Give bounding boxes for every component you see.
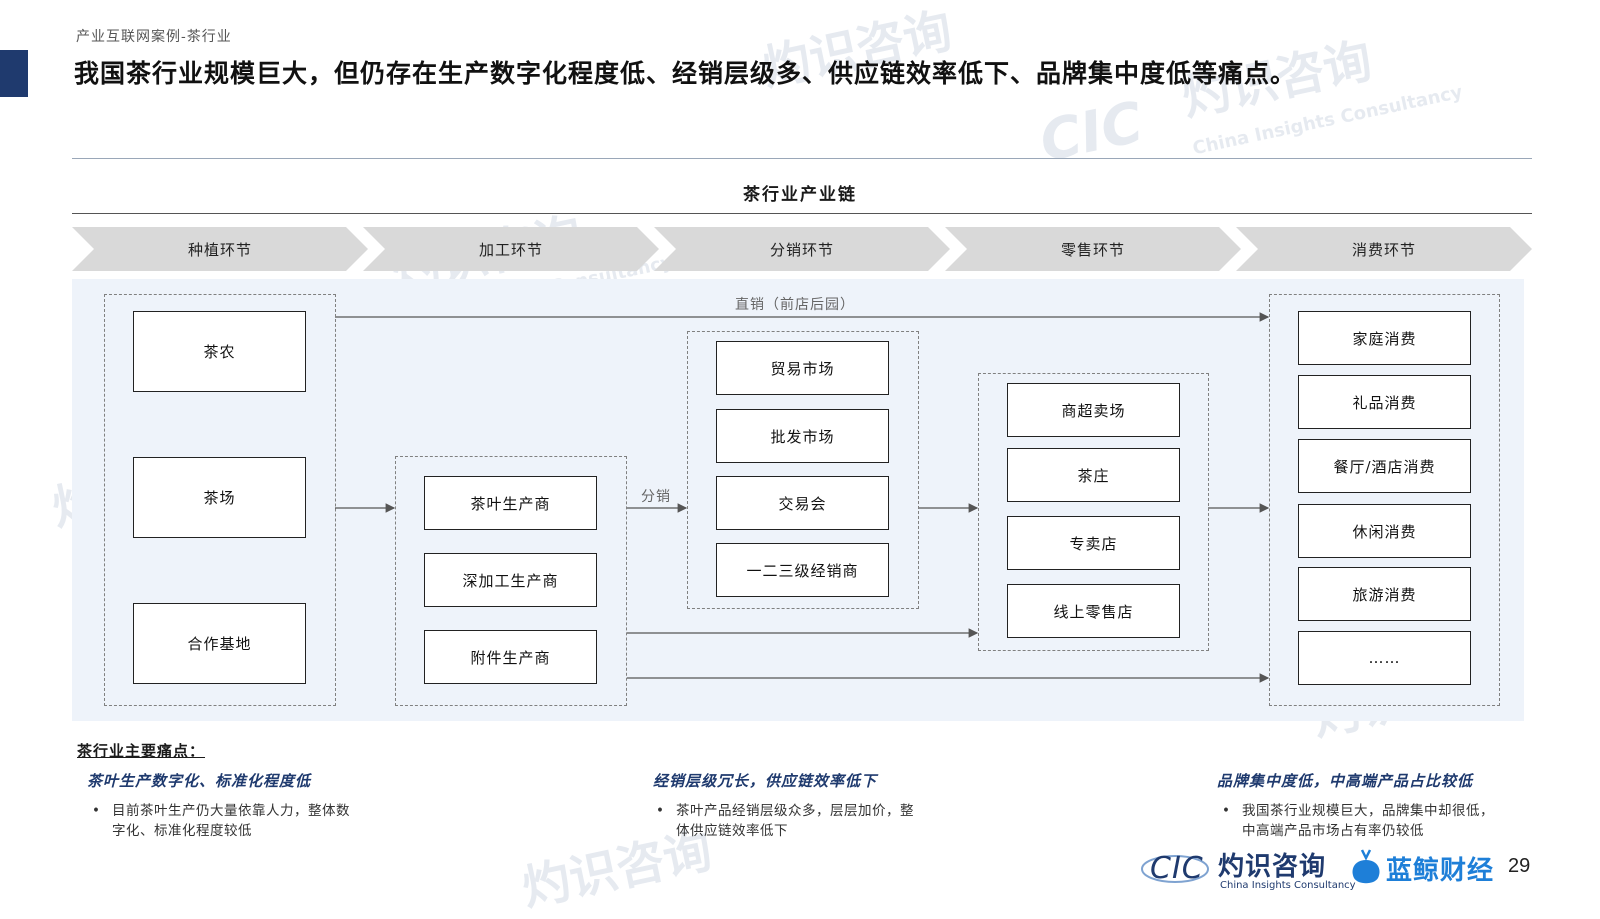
node-cooperative-base: 合作基地 xyxy=(133,603,306,684)
node-tea-plantation: 茶场 xyxy=(133,457,306,538)
diagram-title-divider xyxy=(72,213,1532,214)
processing-group xyxy=(395,456,627,706)
node-trade-fair: 交易会 xyxy=(716,476,889,530)
stage-consumption: 消费环节 xyxy=(1236,227,1532,271)
stage-retail: 零售环节 xyxy=(945,227,1241,271)
consumption-group xyxy=(1269,294,1500,706)
pain-point-heading: 茶叶生产数字化、标准化程度低 xyxy=(87,772,312,790)
accent-bar xyxy=(0,50,28,97)
cic-logo: CIC xyxy=(1150,851,1204,886)
node-supermarket: 商超卖场 xyxy=(1007,383,1180,437)
page-number: 29 xyxy=(1508,855,1531,877)
retail-group xyxy=(978,373,1209,651)
node-leisure-consumption: 休闲消费 xyxy=(1298,504,1471,558)
bullet-icon: • xyxy=(92,803,101,819)
pain-point-line: 茶叶产品经销层级众多，层层加价，整 xyxy=(676,803,914,819)
pain-point-line: 目前茶叶生产仍大量依靠人力，整体数 xyxy=(112,803,350,819)
pain-point-line: 字化、标准化程度较低 xyxy=(112,823,252,839)
stage-distribution: 分销环节 xyxy=(654,227,950,271)
blue-whale-logo-icon xyxy=(1352,849,1380,884)
stage-processing: 加工环节 xyxy=(363,227,659,271)
pain-point-line: 中高端产品市场占有率仍较低 xyxy=(1242,823,1424,839)
pain-point-body: • 我国茶行业规模巨大，品牌集中却很低， 中高端产品市场占有率仍较低 xyxy=(1222,801,1494,841)
breadcrumb: 产业互联网案例-茶行业 xyxy=(76,29,232,45)
pain-point-heading: 品牌集中度低，中高端产品占比较低 xyxy=(1217,772,1474,790)
flow-arrows xyxy=(335,312,1270,683)
page-title: 我国茶行业规模巨大，但仍存在生产数字化程度低、经销层级多、供应链效率低下、品牌集… xyxy=(74,59,1297,88)
node-tea-house: 茶庄 xyxy=(1007,448,1180,502)
node-specialty-store: 专卖店 xyxy=(1007,516,1180,570)
direct-sales-label: 直销（前店后园） xyxy=(735,297,855,313)
node-more-consumption: …… xyxy=(1298,631,1471,685)
node-accessory-producer: 附件生产商 xyxy=(424,630,597,684)
pain-point-line: 我国茶行业规模巨大，品牌集中却很低， xyxy=(1242,803,1494,819)
node-deep-processor: 深加工生产商 xyxy=(424,553,597,607)
cic-logo-en: China Insights Consultancy xyxy=(1220,880,1356,891)
cic-logo-cn: 灼识咨询 xyxy=(1218,852,1327,882)
node-online-store: 线上零售店 xyxy=(1007,584,1180,638)
pain-point-line: 体供应链效率低下 xyxy=(676,823,788,839)
node-tea-farmer: 茶农 xyxy=(133,311,306,392)
node-travel-consumption: 旅游消费 xyxy=(1298,567,1471,621)
pain-point-body: • 目前茶叶生产仍大量依靠人力，整体数 字化、标准化程度较低 xyxy=(92,801,350,841)
distribute-label: 分销 xyxy=(641,489,671,505)
cic-logo-swoosh-icon xyxy=(1141,855,1209,883)
stage-planting: 种植环节 xyxy=(72,227,368,271)
node-wholesale-market: 批发市场 xyxy=(716,409,889,463)
header-divider xyxy=(72,158,1532,159)
node-gift-consumption: 礼品消费 xyxy=(1298,375,1471,429)
node-distributors: 一二三级经销商 xyxy=(716,543,889,597)
distribution-group xyxy=(687,331,919,609)
diagram-title: 茶行业产业链 xyxy=(743,185,857,205)
pain-point-heading: 经销层级冗长，供应链效率低下 xyxy=(653,772,878,790)
node-tea-producer: 茶叶生产商 xyxy=(424,476,597,530)
pain-points-title: 茶行业主要痛点： xyxy=(77,742,206,760)
bullet-icon: • xyxy=(1222,803,1231,819)
pain-point-body: • 茶叶产品经销层级众多，层层加价，整 体供应链效率低下 xyxy=(656,801,914,841)
blue-whale-logo-text: 蓝鲸财经 xyxy=(1386,856,1495,886)
bullet-icon: • xyxy=(656,803,665,819)
planting-group xyxy=(104,294,336,706)
node-restaurant-hotel-consumption: 餐厅/酒店消费 xyxy=(1298,439,1471,493)
node-trade-market: 贸易市场 xyxy=(716,341,889,395)
node-home-consumption: 家庭消费 xyxy=(1298,311,1471,365)
